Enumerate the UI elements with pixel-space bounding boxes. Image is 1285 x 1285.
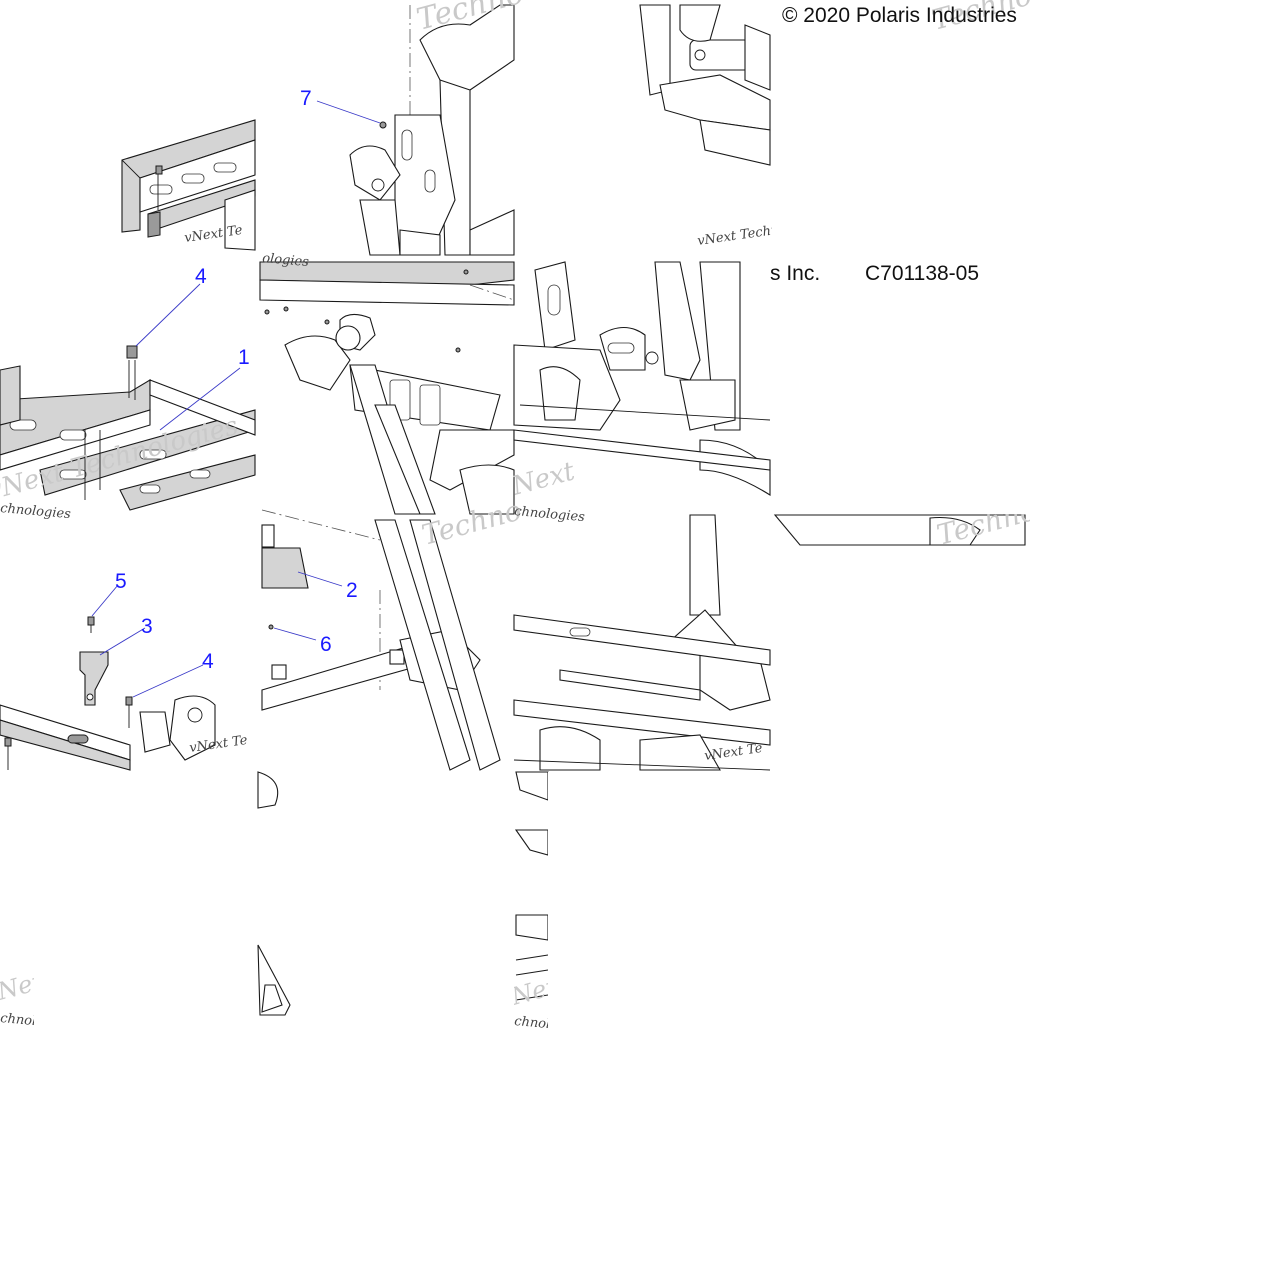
callout-3: 3 xyxy=(141,615,153,638)
copyright-text: © 2020 Polaris Industries xyxy=(782,4,1017,27)
bracket-assembly-lower-left xyxy=(0,584,216,771)
frame-strip-right xyxy=(773,514,1026,546)
cage-mid-section xyxy=(259,261,515,515)
diagram-code: C701138-05 xyxy=(865,262,979,285)
cage-joint-mid-right xyxy=(513,261,771,496)
watermark-logies-2: ologies xyxy=(262,251,310,270)
watermark-logies-1: chnologies xyxy=(0,501,72,522)
tile-gap-bottom xyxy=(0,1030,1285,1285)
callout-7: 7 xyxy=(300,87,312,110)
bottom-fragments xyxy=(257,771,549,1016)
watermark-vnext-4: vNext Te xyxy=(703,741,763,764)
watermark-logies-3: chnologies xyxy=(514,504,586,525)
tile-gap-br xyxy=(772,548,1030,773)
tile-gap-center-bottom xyxy=(292,810,514,1030)
floor-frame-lower-right xyxy=(513,514,771,771)
tile-gap-top-left xyxy=(0,0,255,110)
main-frame-rails xyxy=(0,283,256,511)
callout-6: 6 xyxy=(320,633,332,656)
bracket-assembly-lower-center xyxy=(261,509,501,771)
upright-structure-top xyxy=(316,4,515,256)
callout-1: 1 xyxy=(238,346,250,369)
tile-gap-mid-right xyxy=(772,30,1030,255)
copyright-fragment: s Inc. xyxy=(770,262,820,285)
callout-4-lower: 4 xyxy=(202,650,214,673)
callout-5: 5 xyxy=(115,570,127,593)
tile-gap-bottom-right xyxy=(548,772,1030,1030)
watermark-next-1: Next xyxy=(508,456,578,502)
roll-cage-top xyxy=(639,4,771,166)
callout-2: 2 xyxy=(346,579,358,602)
tile-gap-left-bottom xyxy=(34,772,256,1030)
callout-4-upper: 4 xyxy=(195,265,207,288)
frame-rail-upper xyxy=(121,119,256,251)
tile-gap-mid-right-2 xyxy=(772,290,1030,514)
